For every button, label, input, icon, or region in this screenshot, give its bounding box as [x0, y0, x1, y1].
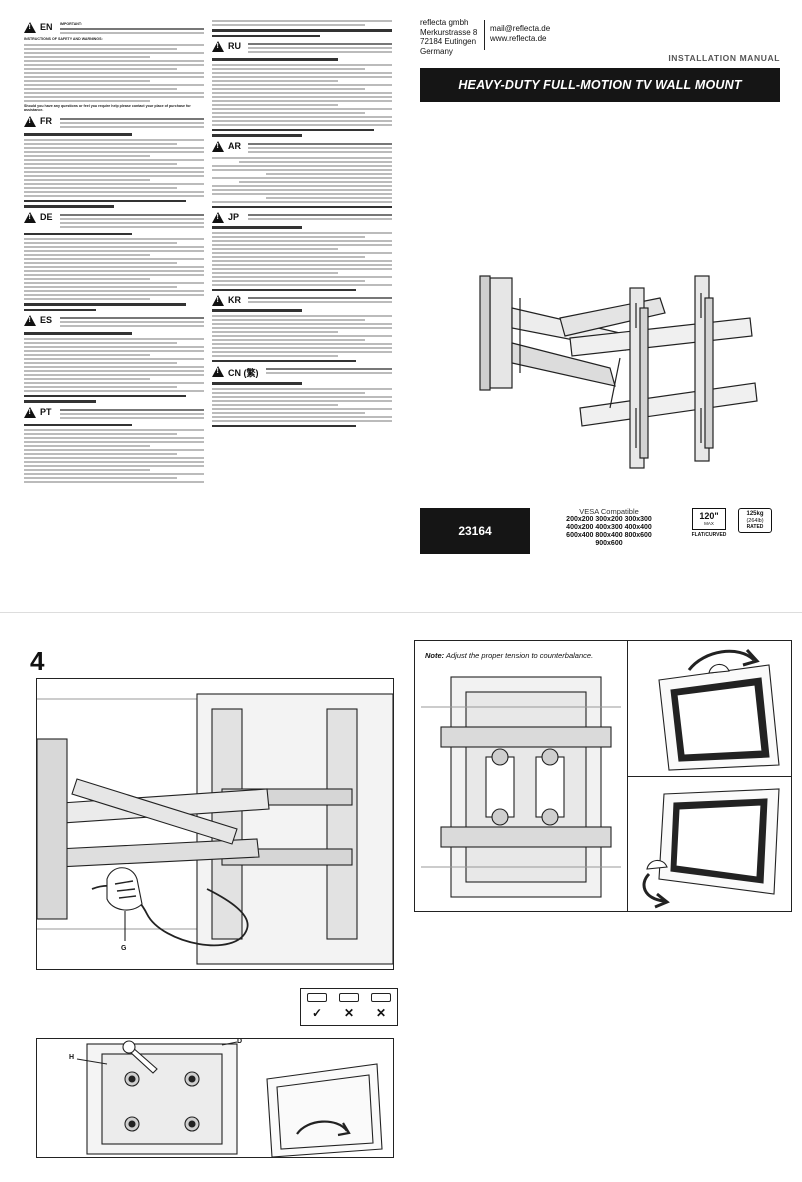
- vesa-block: VESA Compatible 200x200 300x200 300x300 …: [534, 508, 684, 554]
- screen-size-icon: 120" MAX FLAT/CURVED: [688, 508, 730, 538]
- company-contact: mail@reflecta.de www.reflecta.de: [490, 24, 550, 43]
- warnings-page-middle: RU AR JP KR CN (繁): [212, 18, 392, 568]
- page-title: HEAVY-DUTY FULL-MOTION TV WALL MOUNT: [458, 78, 742, 92]
- lang-label-kr: KR: [228, 295, 241, 305]
- company-email[interactable]: mail@reflecta.de: [490, 24, 551, 33]
- company-web[interactable]: www.reflecta.de: [490, 33, 547, 43]
- manual-label: INSTALLATION MANUAL: [668, 53, 780, 63]
- wall-mount-illustration: [479, 275, 758, 469]
- tv-mount-cable-illustration: [37, 693, 393, 965]
- warning-ru: RU: [212, 41, 392, 55]
- mount-closeup-illustration: [421, 676, 621, 898]
- model-badge: 23164: [420, 508, 530, 554]
- warning-jp: JP: [212, 212, 392, 223]
- company-name: reflecta gmbh: [420, 18, 469, 27]
- step-4-illustration-panel: G: [36, 678, 394, 970]
- warning-fr: FR: [24, 116, 204, 130]
- warning-icon: [24, 315, 36, 327]
- vesa-title: VESA Compatible: [579, 507, 639, 516]
- en-important: IMPORTANT:: [60, 22, 82, 26]
- weight-icon: 125kg (264lb) RATED: [738, 508, 772, 533]
- cover-page: reflecta gmbh Merkurstrasse 8 72184 Euti…: [420, 18, 780, 568]
- company-city: 72184 Eutingen: [420, 37, 477, 46]
- warning-icon: [212, 41, 224, 52]
- note-text: Adjust the proper tension to counterbala…: [444, 651, 594, 660]
- label-d: D: [237, 1038, 243, 1045]
- tension-note: Note: Adjust the proper tension to count…: [425, 651, 593, 660]
- en-heading: INSTRUCTIONS OF SAFETY AND WARNINGS:: [24, 37, 103, 42]
- vesa-size-row: 600x400 800x400 800x600: [566, 532, 652, 539]
- correct-mark-icon: ✓: [311, 1005, 323, 1020]
- lang-label-fr: FR: [40, 116, 52, 127]
- model-number: 23164: [458, 524, 492, 538]
- warning-de: DE: [24, 211, 204, 230]
- warning-icon: [24, 22, 36, 33]
- warning-en: EN IMPORTANT:: [24, 22, 204, 36]
- vesa-size-row: 200x200 300x200 300x300: [566, 516, 652, 523]
- warning-cn: CN (繁): [212, 366, 392, 379]
- warning-pt: PT: [24, 406, 204, 421]
- warning-icon: [212, 366, 224, 377]
- tilt-up-illustration: [658, 648, 780, 771]
- lang-label-ar: AR: [228, 140, 241, 151]
- wrong-mark-icon: ✕: [375, 1005, 387, 1020]
- lang-label-es: ES: [40, 315, 53, 326]
- note-prefix: Note:: [425, 651, 445, 660]
- warning-icon: [24, 211, 36, 223]
- step-number: 4: [30, 646, 45, 676]
- weight-kg: 125kg: [746, 511, 764, 517]
- warning-icon: [212, 140, 224, 152]
- lang-label-de: DE: [40, 211, 53, 222]
- en-closing: Should you have any questions or feel yo…: [24, 103, 191, 112]
- title-banner: HEAVY-DUTY FULL-MOTION TV WALL MOUNT: [420, 68, 780, 102]
- warning-icon: [24, 116, 36, 128]
- tension-adjust-illustration-panel: D H: [36, 1038, 394, 1158]
- warning-icon: [212, 212, 224, 223]
- lang-label-ru: RU: [228, 41, 241, 51]
- flat-curved-label: FLAT/CURVED: [691, 532, 727, 538]
- weight-lbs: (264lb): [746, 517, 764, 524]
- tilt-down-illustration: [642, 788, 780, 909]
- lang-label-pt: PT: [40, 406, 52, 417]
- company-country: Germany: [420, 46, 453, 56]
- vesa-size-row: 400x200 400x300 400x400: [566, 524, 652, 531]
- company-street: Merkurstrasse 8: [420, 27, 478, 37]
- lang-label-cn: CN (繁): [228, 368, 259, 378]
- tension-note-page: Note: Adjust the proper tension to count…: [414, 640, 792, 912]
- warnings-page-left: EN IMPORTANT: INSTRUCTIONS OF SAFETY AND…: [24, 18, 204, 568]
- screen-size-max: MAX: [704, 521, 714, 526]
- tension-adjust-illustration: [76, 1040, 383, 1157]
- vesa-sizes: 200x200 300x200 300x300 400x200 400x300 …: [534, 516, 684, 548]
- tension-options: ✓ ✕ ✕: [300, 988, 398, 1026]
- company-address: reflecta gmbh Merkurstrasse 8 72184 Euti…: [420, 18, 477, 56]
- vesa-size-row: 900x600: [595, 540, 623, 547]
- screen-size-value: 120": [699, 511, 719, 521]
- warning-icon: [212, 295, 224, 306]
- label-h: H: [69, 1054, 75, 1061]
- step-4-page: 4: [24, 640, 398, 1160]
- lang-label-jp: JP: [228, 212, 240, 222]
- warning-es: ES: [24, 315, 204, 329]
- label-g: G: [121, 945, 127, 952]
- weight-rated: RATED: [746, 523, 764, 530]
- warning-kr: KR: [212, 295, 392, 306]
- warning-ar: AR: [212, 140, 392, 155]
- lang-label-en: EN: [40, 22, 53, 32]
- warning-icon: [24, 406, 36, 418]
- wrong-mark-icon: ✕: [343, 1005, 355, 1020]
